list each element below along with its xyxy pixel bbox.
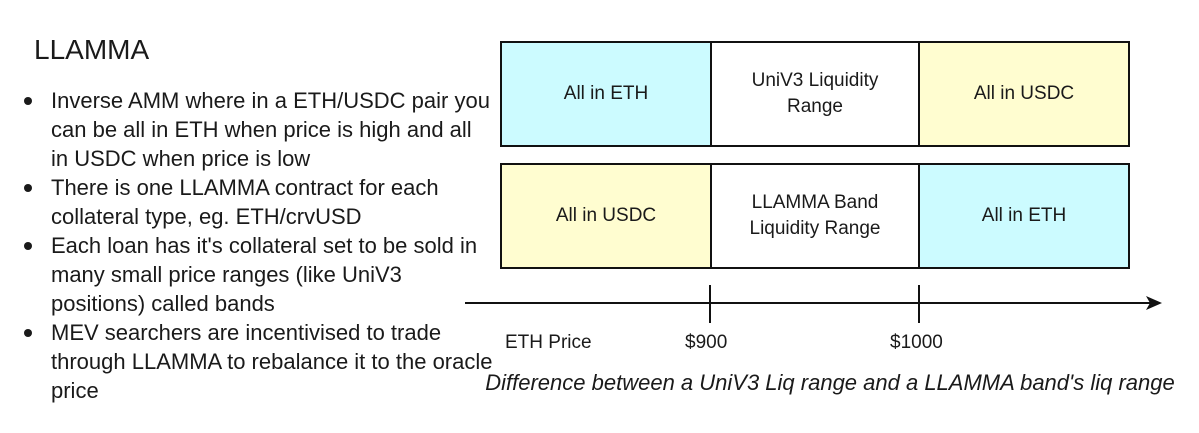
tick-label-900: $900 — [685, 332, 728, 353]
tick-label-1000: $1000 — [890, 332, 943, 353]
cell-label: All in ETH — [563, 83, 649, 104]
univ3-liquidity-row: All in ETH UniV3 Liquidity Range All in … — [500, 41, 1130, 147]
bullet-item: MEV searchers are incentivised to trade … — [24, 318, 494, 405]
univ3-all-in-eth-cell: All in ETH — [502, 43, 712, 145]
cell-label: All in ETH — [981, 205, 1067, 226]
llamma-all-in-eth-cell: All in ETH — [920, 165, 1128, 267]
cell-label: UniV3 Liquidity Range — [751, 70, 879, 117]
bullet-dot-icon — [24, 242, 32, 250]
cell-label: LLAMMA Band Liquidity Range — [749, 192, 881, 239]
llamma-all-in-usdc-cell: All in USDC — [502, 165, 712, 267]
bullet-item: Each loan has it's collateral set to be … — [24, 231, 494, 318]
univ3-range-cell: UniV3 Liquidity Range — [712, 43, 920, 145]
bullet-text: Inverse AMM where in a ETH/USDC pair you… — [51, 88, 490, 171]
llamma-band-range-cell: LLAMMA Band Liquidity Range — [712, 165, 920, 267]
axis-arrow-icon — [1146, 296, 1162, 310]
bullet-text: There is one LLAMMA contract for each co… — [51, 175, 439, 229]
diagram-caption: Difference between a UniV3 Liq range and… — [485, 370, 1175, 395]
univ3-all-in-usdc-cell: All in USDC — [920, 43, 1128, 145]
bullet-dot-icon — [24, 329, 32, 337]
bullet-dot-icon — [24, 184, 32, 192]
bullet-item: There is one LLAMMA contract for each co… — [24, 173, 494, 231]
slide-title: LLAMMA — [34, 34, 150, 65]
llamma-band-row: All in USDC LLAMMA Band Liquidity Range … — [500, 163, 1130, 269]
bullet-text: Each loan has it's collateral set to be … — [51, 233, 478, 316]
cell-label: All in USDC — [555, 205, 657, 226]
price-axis — [465, 285, 1162, 323]
bullet-item: Inverse AMM where in a ETH/USDC pair you… — [24, 86, 494, 173]
bullet-list: Inverse AMM where in a ETH/USDC pair you… — [24, 86, 494, 405]
axis-label: ETH Price — [505, 332, 592, 353]
cell-label: All in USDC — [973, 83, 1075, 104]
bullet-text: MEV searchers are incentivised to trade … — [51, 320, 493, 403]
bullet-dot-icon — [24, 97, 32, 105]
